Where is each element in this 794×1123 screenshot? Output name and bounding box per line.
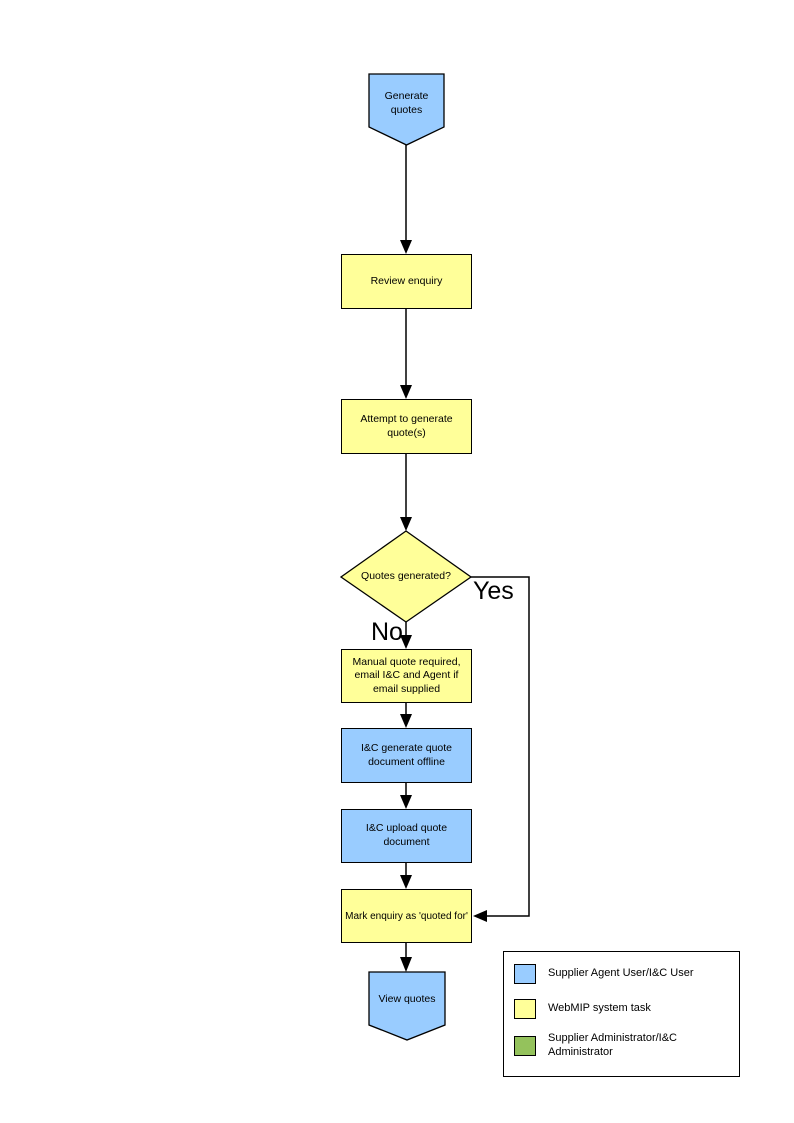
branch-label-yes: Yes xyxy=(473,577,514,605)
legend-swatch-green xyxy=(514,1035,536,1056)
arrowhead-decision-no xyxy=(400,635,412,649)
generate-quotes-shape xyxy=(368,73,445,146)
arrowhead-attempt-to-decision xyxy=(400,517,412,531)
node-upload-document: I&C upload quote document xyxy=(341,809,472,863)
arrowhead-upload-to-mark xyxy=(400,875,412,889)
branch-label-no: No xyxy=(371,618,403,646)
arrowhead-offline-to-upload xyxy=(400,795,412,809)
legend-item-webmip-task: WebMIP system task xyxy=(514,999,732,1019)
arrowhead-mark-to-view xyxy=(400,957,412,972)
node-review-enquiry: Review enquiry xyxy=(341,254,472,309)
legend-item-supplier-admin: Supplier Administrator/I&C Administrator xyxy=(514,1032,732,1060)
node-attempt-generate: Attempt to generate quote(s) xyxy=(341,399,472,454)
arrowhead-manual-to-offline xyxy=(400,714,412,728)
legend-label-supplier-agent: Supplier Agent User/I&C User xyxy=(548,967,694,980)
legend-label-webmip-task: WebMIP system task xyxy=(548,1002,651,1015)
node-manual-quote: Manual quote required, email I&C and Age… xyxy=(341,649,472,703)
legend-swatch-blue xyxy=(514,964,536,984)
arrowhead-review-to-attempt xyxy=(400,385,412,399)
legend-item-supplier-agent: Supplier Agent User/I&C User xyxy=(514,964,732,984)
view-quotes-shape xyxy=(368,971,446,1041)
legend-label-supplier-admin: Supplier Administrator/I&C Administrator xyxy=(548,1032,677,1058)
node-generate-offline: I&C generate quote document offline xyxy=(341,728,472,783)
legend-box: Supplier Agent User/I&C User WebMIP syst… xyxy=(503,951,740,1077)
arrowhead-generate-to-review xyxy=(400,240,412,254)
node-mark-enquiry: Mark enquiry as 'quoted for' xyxy=(341,889,472,943)
legend-swatch-yellow xyxy=(514,999,536,1019)
arrowhead-decision-yes xyxy=(473,910,487,922)
quotes-generated-diamond-shape xyxy=(339,530,473,623)
connector-decision-yes xyxy=(471,576,530,917)
